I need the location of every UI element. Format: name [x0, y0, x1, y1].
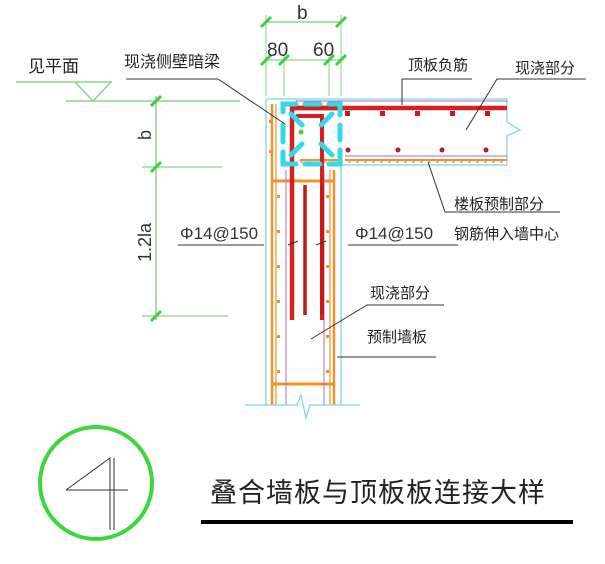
- label-cast-in-place-slab: 现浇部分: [515, 59, 575, 77]
- beam-rebar-dot: [298, 129, 304, 135]
- label-rebar-right: Φ14@150: [355, 224, 433, 243]
- dim-left-lower: 1.2la: [135, 222, 155, 262]
- dim-top-left: 80: [267, 40, 288, 61]
- label-slab-precast-1: 楼板预制部分: [454, 195, 544, 213]
- label-slab-precast-2: 钢筋伸入墙中心: [454, 225, 559, 243]
- see-plan-label: 见平面: [28, 57, 79, 77]
- label-top-slab-rebar: 顶板负筋: [408, 56, 468, 74]
- elevation-marker: [16, 81, 240, 103]
- left-dimension: [142, 94, 228, 323]
- dim-left-upper: b: [135, 130, 155, 140]
- drawing-title: 叠合墙板与顶板板连接大样: [210, 478, 546, 509]
- detail-number-badge: [38, 425, 154, 541]
- label-rebar-left: Φ14@150: [180, 224, 258, 243]
- wall-main-rebar: [289, 105, 345, 320]
- concrete-outline: [265, 98, 522, 405]
- label-precast-wall: 预制墙板: [367, 328, 427, 346]
- precast-wall-panel: [269, 104, 341, 405]
- label-concealed-beam: 现浇侧壁暗梁: [124, 52, 220, 71]
- top-dimension: [259, 15, 348, 96]
- wall-break-line: [245, 392, 360, 421]
- detail-number: 4: [0, 0, 1, 1]
- dim-top-total: b: [297, 3, 308, 24]
- leader-lines: [126, 78, 586, 358]
- label-cast-in-place-wall: 现浇部分: [370, 284, 430, 302]
- concealed-beam-stirrup: [280, 101, 343, 167]
- dim-top-right: 60: [313, 40, 334, 61]
